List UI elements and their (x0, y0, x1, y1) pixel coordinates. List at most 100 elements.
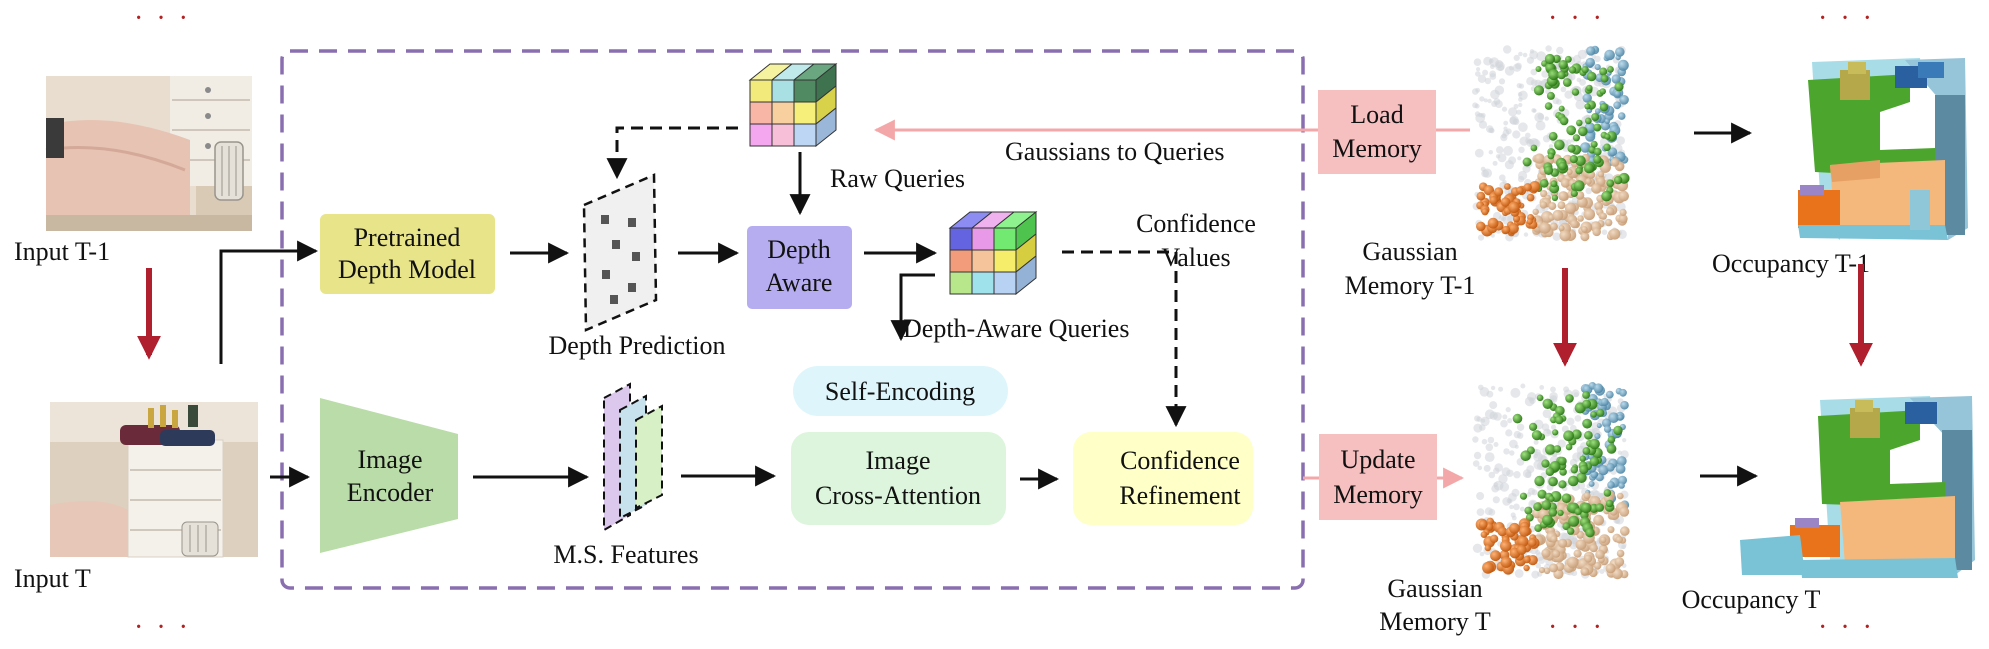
pretrained-depth-model-box (320, 214, 495, 294)
gaussian-point (1579, 464, 1589, 475)
gaussian-point (1493, 211, 1502, 221)
gaussian-point (1593, 147, 1602, 156)
gaussian-point (1575, 167, 1583, 175)
gaussian-point (1545, 45, 1552, 52)
gaussian-point (1557, 70, 1566, 80)
gaussian-point (1479, 424, 1486, 431)
gaussian-point (1494, 85, 1505, 95)
model-dashed-border (280, 49, 1305, 590)
depth-aware-label-1: Depth (767, 235, 831, 264)
update-memory-label-2: Memory (1333, 480, 1423, 509)
gaussian-point (1603, 143, 1611, 152)
gaussian-point (1599, 88, 1607, 95)
gaussian-point (1614, 557, 1625, 567)
gaussian-point (1577, 215, 1584, 222)
gaussian-point (1497, 526, 1508, 537)
gaussian-point (1483, 98, 1488, 103)
gaussian-point (1532, 208, 1539, 215)
gaussian-point (1608, 412, 1619, 424)
gaussian-point (1505, 429, 1513, 437)
depth-prediction-map (582, 173, 658, 332)
gaussian-point (1544, 116, 1549, 121)
gaussian-point (1575, 539, 1587, 550)
gaussian-point (1584, 163, 1594, 174)
gaussian-point (1540, 190, 1548, 198)
gaussian-point (1524, 506, 1533, 515)
gaussian-point (1535, 120, 1546, 131)
gaussian-point (1617, 414, 1624, 421)
gaussian-point (1487, 217, 1499, 229)
gaussian-point (1496, 146, 1504, 154)
gaussian-point (1583, 208, 1596, 221)
gaussian-point (1585, 187, 1592, 195)
gaussian-point (1479, 551, 1485, 557)
gaussian-point (1472, 102, 1478, 109)
gaussian-point (1544, 165, 1554, 175)
gaussian-point (1608, 147, 1618, 157)
gaussian-point (1482, 69, 1489, 76)
gaussian-point (1597, 171, 1605, 178)
gaussian-point (1577, 481, 1586, 490)
image-encoder-label-2: Encoder (347, 478, 434, 507)
occupancy-prev-voxels (1798, 58, 1968, 240)
gaussian-point (1522, 157, 1532, 167)
gaussian-point (1600, 536, 1607, 543)
gaussian-point (1590, 489, 1599, 498)
arrow-confidence-values (1062, 250, 1187, 428)
gaussian-point (1539, 385, 1545, 390)
gaussian-point (1537, 489, 1547, 499)
gaussian-point (1594, 201, 1604, 211)
gaussian-point (1534, 524, 1543, 532)
gaussian-point (1526, 218, 1533, 225)
gaussians-to-queries-label: Gaussians to Queries (1005, 137, 1225, 166)
gaussian-point (1548, 69, 1560, 81)
gaussian-point (1539, 178, 1549, 188)
gaussian-point (1584, 103, 1591, 110)
gaussian-point (1569, 155, 1578, 164)
gaussian-point (1498, 474, 1508, 484)
gaussian-point (1518, 102, 1523, 108)
gaussian-point (1501, 467, 1511, 477)
gaussian-point (1529, 181, 1541, 193)
gaussian-point (1558, 538, 1568, 548)
gaussian-point (1542, 514, 1553, 526)
gaussian-point (1582, 399, 1592, 409)
gaussian-point (1519, 525, 1531, 537)
gaussian-point (1606, 179, 1615, 188)
confidence-refinement-box (1073, 432, 1253, 525)
gaussian-point (1553, 445, 1562, 453)
gaussian-memory-prev-label-1: Gaussian (1362, 237, 1457, 266)
gaussian-point (1474, 415, 1481, 422)
gaussian-point (1619, 388, 1627, 397)
gaussian-point (1533, 459, 1544, 470)
gaussian-point (1604, 133, 1611, 140)
occupancy-curr-voxels (1740, 396, 1975, 578)
gaussian-point (1516, 544, 1527, 555)
gaussian-point (1621, 544, 1626, 550)
gaussian-point (1617, 492, 1624, 500)
gaussian-point (1533, 439, 1539, 445)
gaussian-point (1588, 480, 1595, 487)
gaussian-point (1541, 548, 1551, 558)
gaussian-point (1558, 191, 1569, 202)
gaussian-point (1504, 183, 1511, 190)
gaussian-point (1503, 145, 1513, 156)
gaussian-point (1472, 460, 1480, 467)
gaussian-point (1509, 115, 1519, 125)
gaussian-point (1511, 515, 1517, 521)
ellipsis-bottom-occupancy: · · · (1818, 612, 1875, 643)
gaussian-point (1533, 502, 1542, 512)
gaussian-point (1570, 466, 1579, 474)
gaussian-point (1573, 549, 1582, 558)
gaussian-point (1605, 390, 1614, 399)
gaussian-point (1499, 174, 1506, 181)
gaussian-point (1498, 78, 1506, 85)
gaussian-point (1567, 144, 1576, 153)
confidence-values-label-1: Confidence (1136, 209, 1256, 238)
gaussian-point (1529, 49, 1535, 54)
gaussian-point (1580, 142, 1591, 153)
gaussian-point (1590, 140, 1598, 148)
gaussian-point (1604, 118, 1611, 124)
gaussian-point (1513, 471, 1521, 479)
